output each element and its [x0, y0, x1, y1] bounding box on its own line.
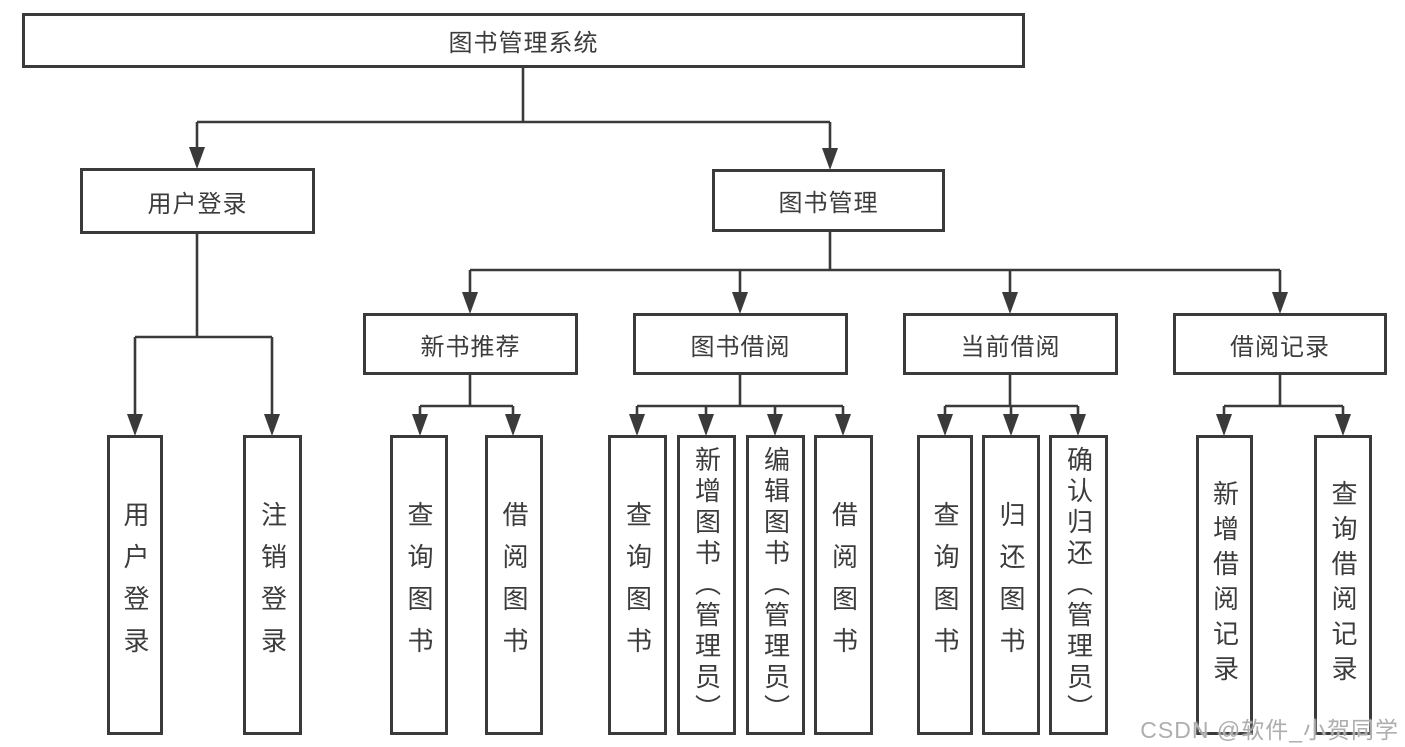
node-new-book-recommend: 新书推荐	[363, 313, 578, 375]
leaf-borrow-books-borrowing: 借阅图书	[814, 435, 873, 735]
node-user-login: 用户登录	[80, 168, 315, 234]
leaf-return-books-label: 归还图书	[996, 501, 1026, 669]
leaf-add-books-admin-label: 新增图书（管理员）	[691, 445, 722, 725]
leaf-borrow-books-borrowing-label: 借阅图书	[828, 501, 859, 669]
leaf-query-books-borrowing-label: 查询图书	[622, 501, 653, 669]
node-root-label: 图书管理系统	[448, 30, 599, 57]
leaf-add-borrow-record-label: 新增借阅记录	[1209, 480, 1240, 690]
leaf-return-books: 归还图书	[982, 435, 1040, 735]
leaf-confirm-return-admin: 确认归还（管理员）	[1049, 435, 1108, 735]
leaf-query-books-current-label: 查询图书	[930, 501, 960, 669]
leaf-user-login: 用户登录	[107, 435, 163, 735]
node-current-borrowing-label: 当前借阅	[960, 333, 1061, 361]
leaf-edit-books-admin-label: 编辑图书（管理员）	[760, 445, 791, 725]
leaf-query-books-current: 查询图书	[917, 435, 973, 735]
node-borrowing-records-label: 借阅记录	[1230, 333, 1330, 361]
leaf-query-borrow-record: 查询借阅记录	[1314, 435, 1372, 735]
node-book-management-label: 图书管理	[778, 190, 879, 217]
leaf-user-login-label: 用户登录	[120, 501, 150, 669]
leaf-borrow-books-recommend-label: 借阅图书	[499, 501, 529, 669]
leaf-query-books-borrowing: 查询图书	[608, 435, 667, 735]
watermark: CSDN @软件_小贺同学	[1140, 717, 1399, 743]
leaf-borrow-books-recommend: 借阅图书	[485, 435, 543, 735]
leaf-confirm-return-admin-label: 确认归还（管理员）	[1063, 445, 1094, 725]
leaf-edit-books-admin: 编辑图书（管理员）	[746, 435, 805, 735]
leaf-add-borrow-record: 新增借阅记录	[1196, 435, 1253, 735]
node-new-book-recommend-label: 新书推荐	[420, 333, 521, 361]
node-borrowing-records: 借阅记录	[1173, 313, 1387, 375]
node-book-management: 图书管理	[712, 169, 945, 232]
leaf-query-books-recommend-label: 查询图书	[404, 501, 434, 669]
node-current-borrowing: 当前借阅	[903, 313, 1118, 375]
leaf-query-borrow-record-label: 查询借阅记录	[1328, 480, 1358, 690]
leaf-logout: 注销登录	[243, 435, 302, 735]
node-user-login-label: 用户登录	[147, 190, 248, 218]
node-book-borrowing-label: 图书借阅	[690, 333, 791, 361]
node-root: 图书管理系统	[22, 13, 1025, 68]
leaf-query-books-recommend: 查询图书	[390, 435, 448, 735]
node-book-borrowing: 图书借阅	[633, 313, 848, 375]
leaf-logout-label: 注销登录	[257, 501, 288, 669]
leaf-add-books-admin: 新增图书（管理员）	[677, 435, 736, 735]
